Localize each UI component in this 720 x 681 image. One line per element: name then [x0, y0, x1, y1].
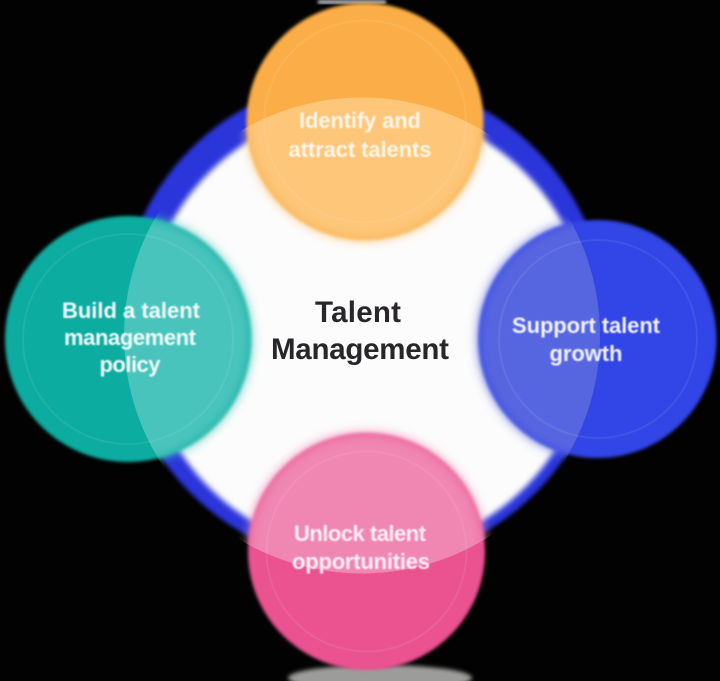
svg-text:Identify and: Identify and — [299, 108, 421, 133]
svg-text:growth: growth — [550, 341, 623, 366]
svg-text:Unlock talent: Unlock talent — [294, 521, 427, 546]
svg-text:Build a talent: Build a talent — [62, 298, 201, 323]
svg-text:Management: Management — [271, 333, 449, 366]
svg-text:Talent: Talent — [315, 296, 401, 329]
svg-text:policy: policy — [100, 352, 162, 377]
svg-text:opportunities: opportunities — [292, 549, 430, 574]
svg-text:attract talents: attract talents — [289, 137, 432, 162]
svg-text:management: management — [64, 325, 197, 350]
svg-text:Support talent: Support talent — [512, 313, 661, 338]
